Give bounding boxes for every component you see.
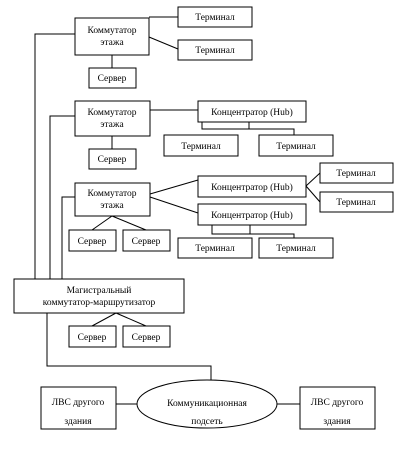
hub-1: Концентратор (Hub) [197, 100, 307, 123]
lan-right-line2: здания [323, 417, 351, 427]
backbone-router-line1: Магистральный [67, 285, 132, 296]
lan-other-building-right: ЛВС другого здания [299, 386, 376, 430]
terminal-8-label: Терминал [276, 244, 316, 254]
terminal-2: Терминал [177, 39, 253, 61]
server-5-label: Сервер [78, 333, 107, 343]
communication-subnet: Коммуникационная подсеть [136, 379, 278, 429]
backbone-switch-router: Магистральный коммутатор-маршрутизатор [13, 278, 185, 314]
terminal-2-label: Терминал [195, 46, 235, 56]
server-4-label: Сервер [132, 237, 161, 247]
terminal-3: Терминал [163, 134, 239, 157]
floor-switch-3-line1: Коммутатор [88, 189, 137, 199]
comm-subnet-line2: подсеть [191, 417, 223, 427]
hub-2-label: Концентратор (Hub) [211, 182, 293, 193]
floor-switch-2: Коммутатор этажа [74, 100, 151, 137]
terminal-6-label: Терминал [336, 198, 376, 208]
terminal-4: Терминал [258, 134, 334, 157]
server-1: Сервер [88, 67, 137, 89]
lan-other-building-left: ЛВС другого здания [40, 386, 117, 430]
lan-right-line1: ЛВС другого [311, 398, 364, 408]
terminal-3-label: Терминал [181, 142, 221, 152]
server-4: Сервер [122, 229, 171, 252]
floor-switch-1: Коммутатор этажа [74, 17, 150, 56]
floor-switch-3: Коммутатор этажа [74, 182, 151, 217]
terminal-5-label: Терминал [336, 169, 376, 179]
terminal-7: Терминал [177, 237, 253, 259]
comm-subnet-line1: Коммуникационная [167, 399, 247, 409]
hub-3: Концентратор (Hub) [197, 203, 307, 226]
server-5: Сервер [68, 325, 117, 348]
lan-left-line1: ЛВС другого [52, 398, 105, 408]
server-2: Сервер [88, 148, 137, 170]
server-3-label: Сервер [78, 237, 107, 247]
server-6-label: Сервер [132, 333, 161, 343]
server-6: Сервер [122, 325, 171, 348]
connection-lines [34, 16, 321, 405]
terminal-4-label: Терминал [276, 142, 316, 152]
floor-switch-2-line1: Коммутатор [88, 108, 137, 118]
hub-2: Концентратор (Hub) [197, 175, 307, 198]
server-1-label: Сервер [98, 74, 127, 84]
terminal-6: Терминал [319, 191, 394, 213]
server-3: Сервер [68, 229, 117, 252]
lan-left-line2: здания [64, 417, 92, 427]
terminal-1: Терминал [177, 6, 253, 28]
floor-switch-1-line1: Коммутатор [88, 26, 137, 36]
terminal-7-label: Терминал [195, 244, 235, 254]
terminal-8: Терминал [258, 237, 334, 259]
server-2-label: Сервер [98, 155, 127, 165]
floor-switch-1-line2: этажа [100, 38, 124, 48]
backbone-router-line2: коммутатор-маршрутизатор [43, 298, 156, 308]
terminal-5: Терминал [319, 162, 394, 184]
hub-3-label: Концентратор (Hub) [211, 210, 293, 221]
floor-switch-2-line2: этажа [100, 120, 124, 130]
floor-switch-3-line2: этажа [100, 201, 124, 211]
hub-1-label: Концентратор (Hub) [211, 107, 293, 118]
terminal-1-label: Терминал [195, 13, 235, 23]
